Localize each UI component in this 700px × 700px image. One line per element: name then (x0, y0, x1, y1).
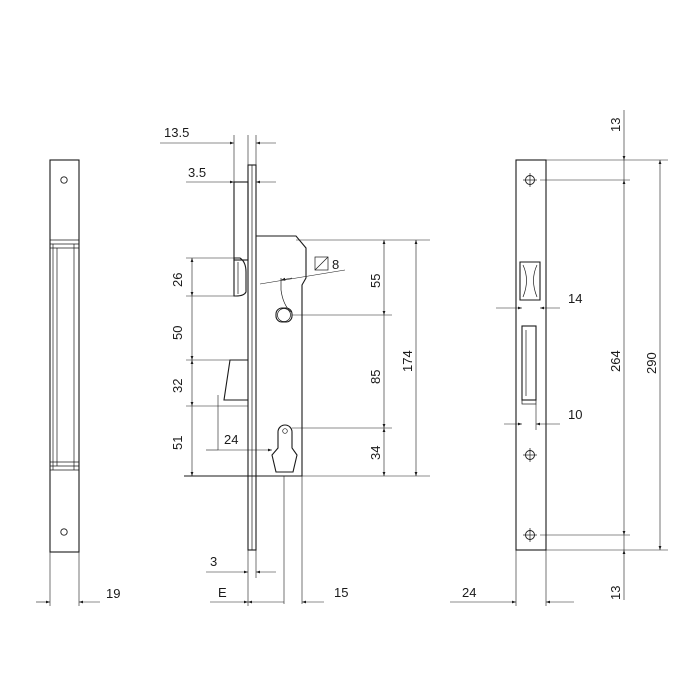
strike-hole-bottom (523, 528, 537, 542)
front-plate-screw-hole-top (60, 176, 68, 184)
dim-label-backset-bolt: 24 (224, 432, 238, 447)
strike-plate-outline (515, 159, 547, 551)
dim-label-plate-bottom-thickness: 3 (210, 554, 217, 569)
strike-latch-curve (522, 264, 538, 298)
dead-bolt (223, 359, 248, 401)
dim-label-latch-height: 26 (170, 273, 185, 287)
dim-label-strike-length: 290 (644, 352, 659, 374)
dim-label-strike-top-margin: 13 (608, 118, 623, 132)
front-plate-screw-hole-bottom (60, 528, 68, 536)
front-plate-view: 19 (36, 159, 120, 606)
cylinder-cutout (271, 424, 298, 473)
dim-label-backset: E (218, 585, 227, 600)
cylinder-pin (282, 428, 288, 434)
follower-lever (280, 278, 292, 313)
latch-housing (233, 181, 249, 261)
dim-label-front-plate-width: 19 (106, 586, 120, 601)
dim-diameter-arrow (280, 277, 293, 281)
diameter-symbol-box (314, 256, 329, 271)
front-plate-outline (49, 159, 80, 553)
dim-label-strike-bottom-margin: 13 (608, 586, 623, 600)
dim-label-strike-latch-opening: 14 (568, 291, 582, 306)
strike-bolt-lip (521, 399, 537, 405)
handle-follower-square (275, 307, 293, 323)
dim-label-bolt-height: 32 (170, 379, 185, 393)
dim-label-faceplate-offset: 13.5 (164, 125, 189, 140)
dim-label-bolt-to-cylinder: 51 (170, 436, 185, 450)
dim-label-cylinder-offset: 15 (334, 585, 348, 600)
dim-label-strike-bolt-opening: 10 (568, 407, 582, 422)
dim-label-cylinder-to-bottom: 34 (368, 446, 383, 460)
latch-bolt (233, 257, 247, 297)
dim-diameter-leader (259, 269, 346, 285)
strike-hole-middle (523, 448, 537, 462)
dim-label-case-height: 174 (400, 350, 415, 372)
diameter-symbol-slash (314, 256, 329, 271)
dim-label-follower-to-cylinder: 85 (368, 370, 383, 384)
strike-bolt-opening (521, 325, 537, 401)
strike-latch-opening (519, 261, 541, 301)
dim-label-faceplate-thickness: 3.5 (188, 165, 206, 180)
handle-follower-ring (277, 308, 291, 322)
dim-label-follower-to-top: 55 (368, 274, 383, 288)
dim-label-strike-width: 24 (462, 585, 476, 600)
dim-label-latch-to-bolt: 50 (170, 326, 185, 340)
lock-body-view: 13.5 3.5 26 50 32 51 24 8 (160, 125, 430, 606)
dim-label-strike-hole-spacing: 264 (608, 350, 623, 372)
dim-label-handle-hole-diameter: 8 (332, 257, 339, 272)
strike-plate-view: 13 264 13 290 14 10 24 (450, 110, 668, 606)
strike-hole-top (523, 173, 537, 187)
lock-case-outline (256, 235, 307, 477)
